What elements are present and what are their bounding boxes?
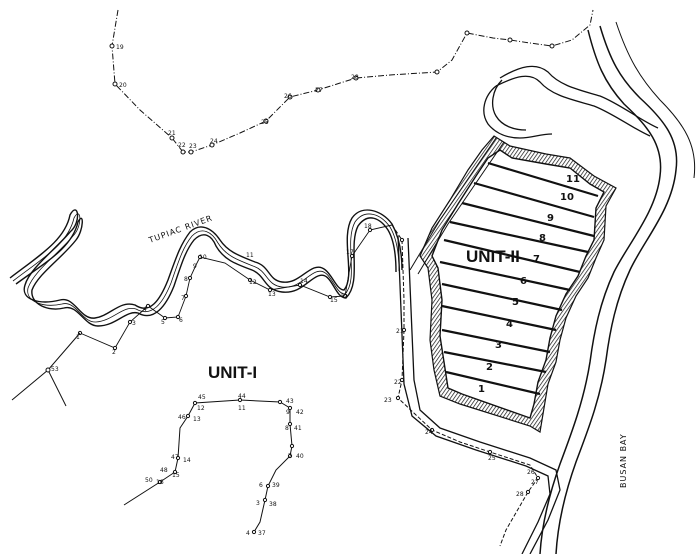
north-traverse-line: 19 20 21 22 23 24 25 26 27 28	[109, 9, 594, 155]
bay-label: BUSAN BAY	[619, 433, 628, 488]
lot-label: 8	[539, 233, 546, 244]
point-label: 40	[296, 453, 304, 460]
point-label: 37	[258, 530, 266, 537]
point-label: 14	[183, 457, 191, 464]
point-label: 21	[168, 130, 176, 137]
point-label: 24	[425, 429, 433, 436]
point-label: 38	[269, 501, 277, 508]
point-label: 50	[145, 477, 153, 484]
point-label: 11	[238, 405, 246, 412]
point-label: 39	[272, 482, 280, 489]
point-label: 9	[193, 263, 197, 270]
river-label: TUPIAC RIVER	[147, 213, 214, 245]
point-label: 48	[160, 467, 168, 474]
point-label: 8	[184, 276, 188, 283]
point-label: 21	[396, 328, 404, 335]
point-label: 47	[171, 454, 179, 461]
point-label: 14	[300, 278, 308, 285]
point-label: 22	[394, 379, 402, 386]
lot-label: 3	[495, 340, 502, 351]
point-label: 7	[288, 453, 292, 460]
point-label: 4	[143, 306, 147, 313]
point-label: 22	[178, 142, 186, 149]
point-label: 28	[516, 491, 524, 498]
point-label: 25	[261, 119, 269, 126]
unit2-fishpond: 1 2 3 4 5 6 7 8 9 10 11 UNIT-II	[409, 135, 617, 433]
point-label: 25	[488, 455, 496, 462]
point-label: 12	[249, 279, 257, 286]
point-label: 53	[51, 366, 59, 373]
east-traverse-line: 21 22 23 24 25 26 27 28	[384, 224, 541, 547]
point-label: 19	[116, 44, 124, 51]
point-label: 13	[193, 416, 201, 423]
point-label: 15	[172, 472, 180, 479]
point-label: 3	[132, 320, 136, 327]
lot-label: 4	[506, 319, 513, 330]
point-label: 7	[181, 295, 185, 302]
point-label: 11	[246, 252, 254, 259]
point-label: 44	[238, 393, 246, 400]
lot-label: 11	[566, 174, 580, 185]
point-label: 23	[189, 143, 197, 150]
lot-label: 9	[547, 213, 554, 224]
point-label: 23	[384, 397, 392, 404]
bay-coastline: BUSAN BAY	[539, 21, 696, 554]
point-label: 8	[285, 425, 289, 432]
point-label: 4	[246, 530, 250, 537]
point-label: 5	[161, 319, 165, 326]
point-label: 2	[112, 349, 116, 356]
point-label: 26	[284, 93, 292, 100]
point-label: 10	[199, 254, 207, 261]
unit1-boundary: 4 37 3 38 6 39 7 40 8 41 9 42 43 44 11 4…	[123, 363, 304, 537]
lot-label: 7	[533, 254, 540, 265]
point-label: 46	[178, 414, 186, 421]
lot-label: 5	[512, 297, 519, 308]
point-label: 43	[286, 398, 294, 405]
unit-2-label: UNIT-II	[466, 247, 520, 266]
tupiac-river: TUPIAC RIVER	[9, 209, 403, 327]
point-label: 27	[315, 87, 323, 94]
point-label: 41	[294, 425, 302, 432]
point-label: 17	[346, 249, 354, 256]
unit-1-label: UNIT-I	[208, 363, 257, 382]
lot-label: 2	[486, 362, 493, 373]
unit1-west-boundary: 53	[11, 332, 81, 407]
point-label: 6	[259, 482, 263, 489]
point-label: 15	[330, 297, 338, 304]
point-label: 12	[197, 405, 205, 412]
point-label: 6	[179, 317, 183, 324]
channel-to-bay	[397, 65, 659, 554]
point-label: 16	[156, 479, 164, 486]
point-label: 20	[119, 82, 127, 89]
point-label: 13	[268, 291, 276, 298]
lot-label: 6	[520, 276, 527, 287]
point-label: 28	[351, 74, 359, 81]
river-survey-points: 1 2 3 4 5 6 7 8 9 10 11 12 13 14 15 16 1…	[76, 223, 393, 356]
point-label: 3	[256, 500, 260, 507]
lot-label: 10	[560, 192, 574, 203]
point-label: 9	[286, 409, 290, 416]
point-label: 18	[364, 223, 372, 230]
lot-label: 1	[478, 384, 485, 395]
point-label: 26	[527, 469, 535, 476]
point-label: 16	[340, 292, 348, 299]
point-label: 1	[76, 334, 80, 341]
point-label: 27	[531, 479, 539, 486]
point-label: 42	[296, 409, 304, 416]
point-label: 24	[210, 138, 218, 145]
point-label: 45	[198, 394, 206, 401]
